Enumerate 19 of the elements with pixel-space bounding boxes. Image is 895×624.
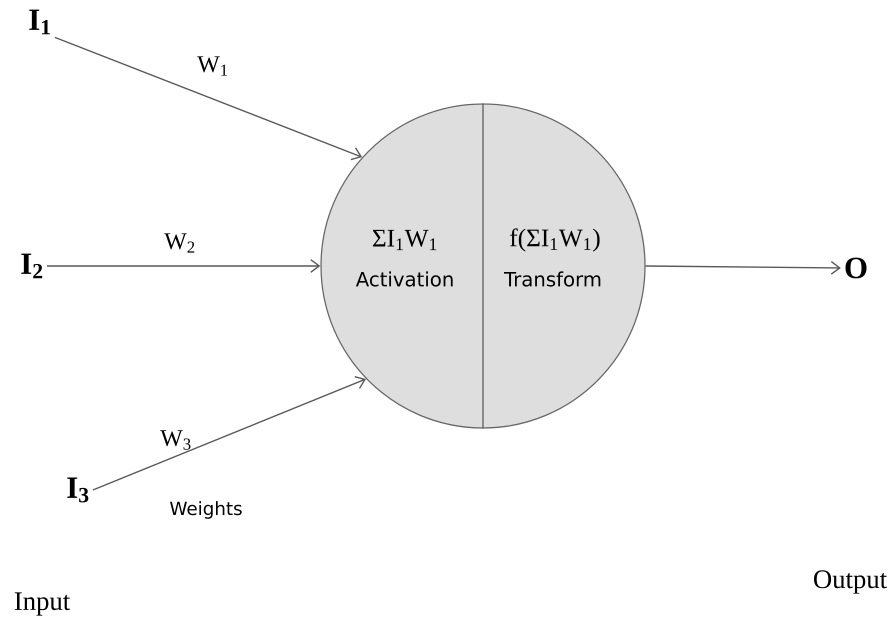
edge-label: W$_{3}$: [160, 430, 190, 450]
caption-text: Transform: [504, 271, 600, 287]
formula-text: ΣI$_{1}$W$_{1}$: [372, 230, 436, 250]
edge-label: W$_{1}$: [197, 56, 228, 76]
variable-label: O: [846, 258, 867, 278]
arrow: [54, 36, 362, 160]
arrow: [46, 259, 320, 273]
variable-label: I$_{3}$: [67, 478, 88, 502]
edge-label: W$_{2}$: [164, 233, 194, 253]
variable-label: I$_{1}$: [29, 10, 50, 34]
axis-caption: Output: [814, 570, 887, 594]
formula-text: f(ΣI$_{1}$W$_{1}$): [510, 228, 600, 252]
arrow: [646, 261, 841, 275]
caption-text: Activation: [356, 271, 453, 287]
side-label: Weights: [170, 501, 242, 519]
neuron-circle: [320, 103, 646, 429]
axis-caption: Input: [14, 592, 70, 616]
arrow: [92, 376, 366, 491]
variable-label: I$_{2}$: [21, 254, 42, 278]
